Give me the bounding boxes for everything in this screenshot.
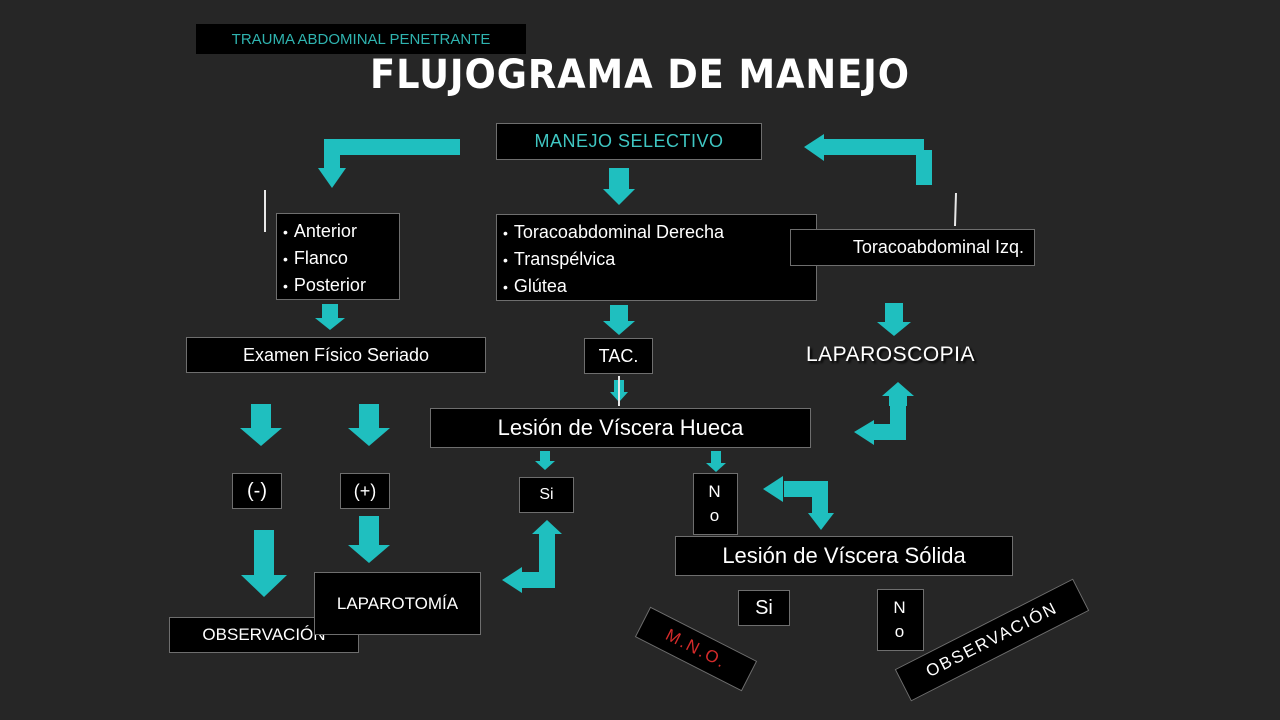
- down-arrow: [603, 168, 635, 205]
- node-si-2: Si: [738, 590, 790, 626]
- node-zones-left: Anterior Flanco Posterior: [276, 213, 400, 300]
- up-arrow: [882, 382, 914, 406]
- zone-right-label: Toracoabdominal Izq.: [852, 237, 1024, 257]
- left-arrow-head: [763, 476, 783, 502]
- bent-arrow-shaft: [784, 481, 828, 515]
- node-laparoscopia: LAPAROSCOPIA: [806, 343, 975, 366]
- down-arrow: [315, 304, 345, 330]
- down-arrow: [877, 303, 911, 336]
- up-arrow: [532, 520, 562, 548]
- bent-arrow-head: [808, 513, 834, 530]
- node-lesion-hueca: Lesión de Víscera Hueca: [430, 408, 811, 448]
- bent-arrow-head: [804, 134, 824, 161]
- down-arrow: [241, 530, 287, 597]
- subtitle: TRAUMA ABDOMINAL PENETRANTE: [196, 24, 526, 54]
- node-lesion-solida: Lesión de Víscera Sólida: [675, 536, 1013, 576]
- bent-arrow-head: [854, 420, 874, 445]
- node-si-1: Si: [519, 477, 574, 513]
- node-laparotomia: LAPAROTOMÍA: [314, 572, 481, 635]
- node-no-1: No: [693, 473, 738, 535]
- node-examen: Examen Físico Seriado: [186, 337, 486, 373]
- bent-arrow-head: [502, 567, 522, 593]
- zone-item: Posterior: [283, 272, 393, 299]
- node-zones-center: Toracoabdominal Derecha Transpélvica Glú…: [496, 214, 817, 301]
- zone-item: Glútea: [503, 273, 810, 300]
- down-arrow: [348, 516, 390, 563]
- bent-arrow-head: [318, 168, 346, 188]
- zone-item: Anterior: [283, 218, 393, 245]
- node-neg: (-): [232, 473, 282, 509]
- laparotomia-label: LAPAROTOMÍA: [336, 593, 459, 613]
- down-arrow: [348, 404, 390, 446]
- down-arrow: [535, 451, 555, 470]
- down-arrow: [603, 305, 635, 335]
- bent-arrow-shaft: [324, 139, 460, 170]
- page-title: FLUJOGRAMA DE MANEJO: [370, 52, 910, 98]
- node-pos: (+): [340, 473, 390, 509]
- zone-item: Toracoabdominal Derecha: [503, 219, 810, 246]
- zone-item: Transpélvica: [503, 246, 810, 273]
- down-arrow: [240, 404, 282, 446]
- tick-line: [954, 192, 957, 227]
- zone-item: Flanco: [283, 245, 393, 272]
- node-zone-right: Toracoabdominal Izq.: [790, 229, 1035, 266]
- node-no-2: No: [877, 589, 924, 651]
- node-tac: TAC.: [584, 338, 653, 374]
- node-manejo-selectivo: MANEJO SELECTIVO: [496, 123, 762, 160]
- down-arrow: [706, 451, 726, 472]
